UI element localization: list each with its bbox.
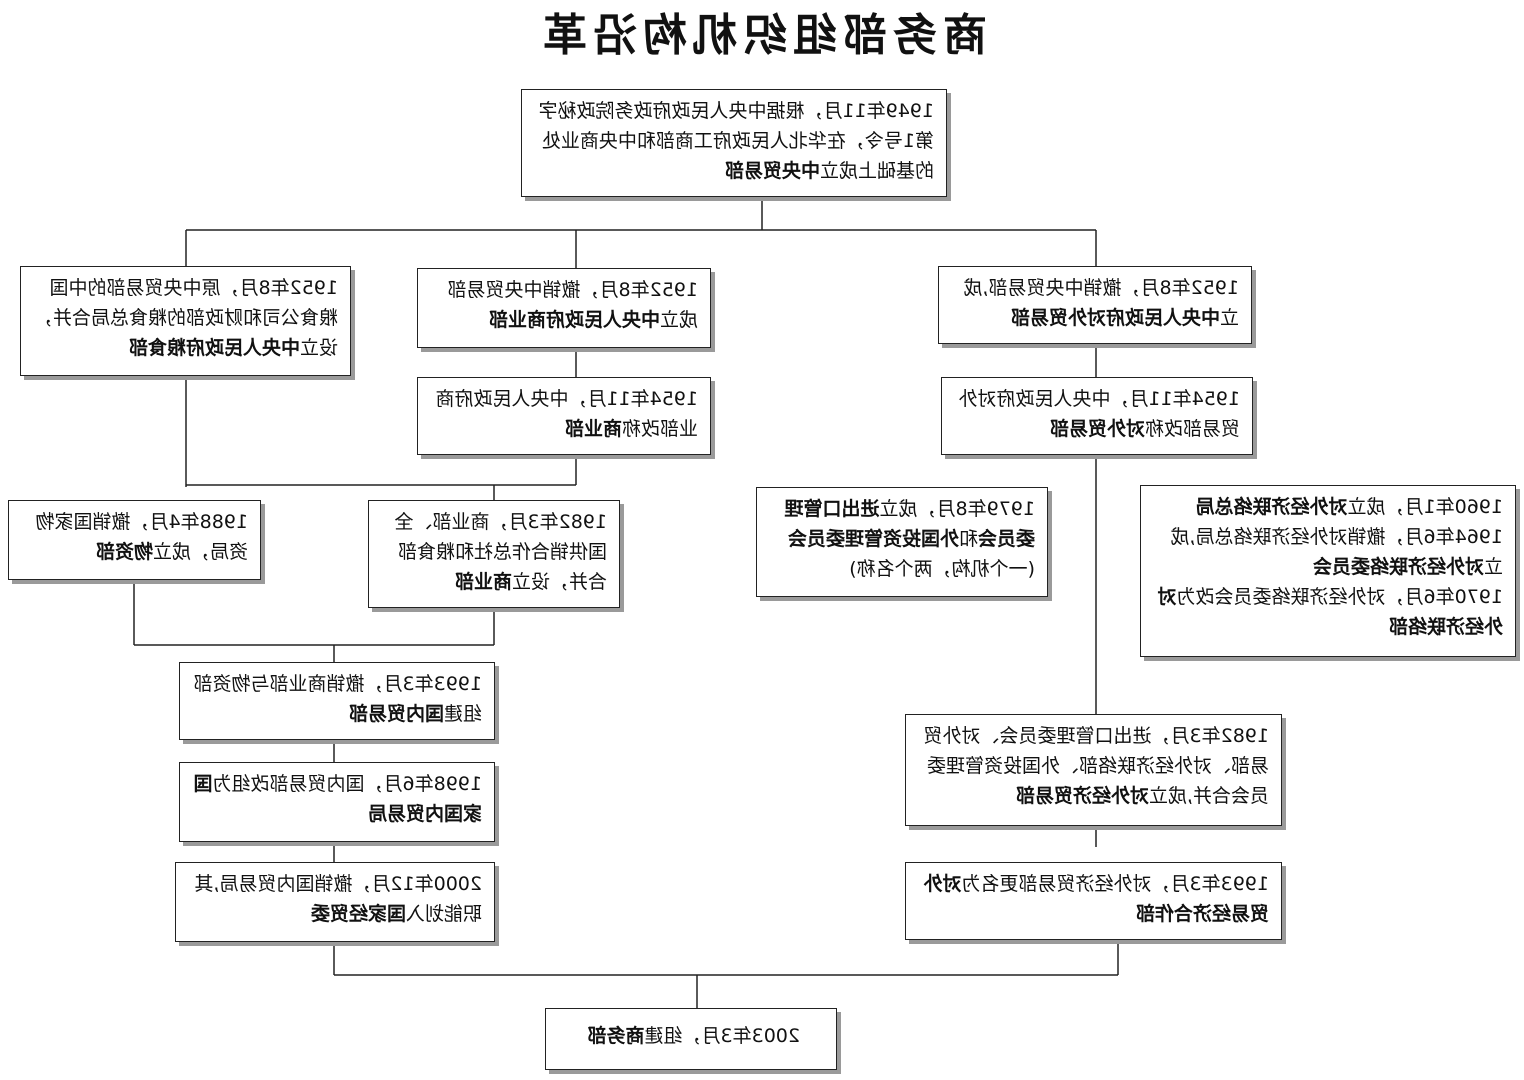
node-text: 1970年6月，对外经济联络委员会改为 <box>1176 586 1503 608</box>
node-highlight: 国家经贸委 <box>310 903 406 925</box>
node-2003-ministry-of-commerce: 2003年3月，组建商务部 <box>545 1008 837 1070</box>
node-highlight: 中央贸易部 <box>724 160 820 182</box>
node-text: 1979年8月，成立 <box>879 498 1035 520</box>
node-highlight: 国内贸易部 <box>348 703 444 725</box>
node-text: 1998年6月，国内贸易部改组为 <box>212 773 482 795</box>
node-1993-domestic-trade-ministry: 1993年3月，撤销商业部与物资部组建国内贸易部 <box>179 662 495 740</box>
node-1993-foreign-trade-cooperation-ministry: 1993年3月，对外经济贸易部更名为对外贸易经济合作部 <box>905 862 1282 940</box>
node-highlight: 外国投资管理委员会 <box>787 528 959 550</box>
node-highlight: 商务部 <box>587 1025 645 1047</box>
node-highlight: 中央人民政府商业部 <box>488 309 660 331</box>
node-1982-commerce-ministry: 1982年3月，商业部、全国供销合作总社和粮食部合并，设立商业部 <box>368 500 620 608</box>
node-1952-commerce-ministry: 1952年8月，撤销中央贸易部成立中央人民政府商业部 <box>417 268 711 348</box>
node-1960-foreign-economic-liaison: 1960年1月，成立对外经济联络总局 1964年6月，撤销对外经济联络总局,成立… <box>1140 485 1516 657</box>
node-text: (一个机构，两个名称) <box>849 558 1035 580</box>
node-2000-economic-trade-commission: 2000年12月，撤销国内贸易局,其职能划入国家经贸委 <box>175 862 495 942</box>
node-1982-foreign-economic-trade-ministry: 1982年3月，进出口管理委员会、对外贸易部、对外经济联络部、外国投资管理委员会… <box>905 714 1282 826</box>
node-1952-foreign-trade-ministry: 1952年8月，撤销中央贸易部,成立中央人民政府对外贸易部 <box>938 266 1252 344</box>
node-1998-domestic-trade-bureau: 1998年6月，国内贸易部改组为国家国内贸易局 <box>179 762 495 842</box>
node-highlight: 物资部 <box>95 541 153 563</box>
node-1952-grain-ministry: 1952年8月，原中央贸易部的中国粮食公司和财政部的粮食总局合并，设立中央人民政… <box>20 266 351 376</box>
node-1949-central-trade-ministry: 1949年11月，根据中央人民政府政务院政秘字第1号令，在华北人民政府工商部和中… <box>521 89 947 197</box>
node-highlight: 中央人民政府对外贸易部 <box>1010 307 1220 329</box>
node-highlight: 商业部 <box>454 571 512 593</box>
node-1954-foreign-trade-ministry: 1954年11月，中央人民政府对外贸易部改称对外贸易部 <box>941 377 1253 455</box>
node-text: 和 <box>958 528 978 550</box>
node-highlight: 对外经济联络委员会 <box>1312 556 1484 578</box>
node-highlight: 对外贸易部 <box>1049 418 1145 440</box>
node-highlight: 对外经济联络总局 <box>1195 496 1348 518</box>
node-1954-commerce-ministry: 1954年11月，中央人民政府商业部改称商业部 <box>417 377 711 455</box>
node-text: 1993年3月，对外经济贸易部更名为 <box>961 873 1269 895</box>
node-1979-import-export-commission: 1979年8月，成立进出口管理委员会和外国投资管理委员会(一个机构，两个名称) <box>756 487 1048 597</box>
connector <box>1116 939 1119 942</box>
node-highlight: 商业部 <box>564 418 622 440</box>
node-highlight: 对外经济贸易部 <box>1015 785 1149 807</box>
node-text: 1960年1月，成立 <box>1347 496 1503 518</box>
node-highlight: 中央人民政府粮食部 <box>128 337 300 359</box>
node-text: 2003年3月，组建 <box>644 1025 800 1047</box>
node-1988-materials-ministry: 1988年4月，撤销国家物资局，成立物资部 <box>8 500 261 580</box>
